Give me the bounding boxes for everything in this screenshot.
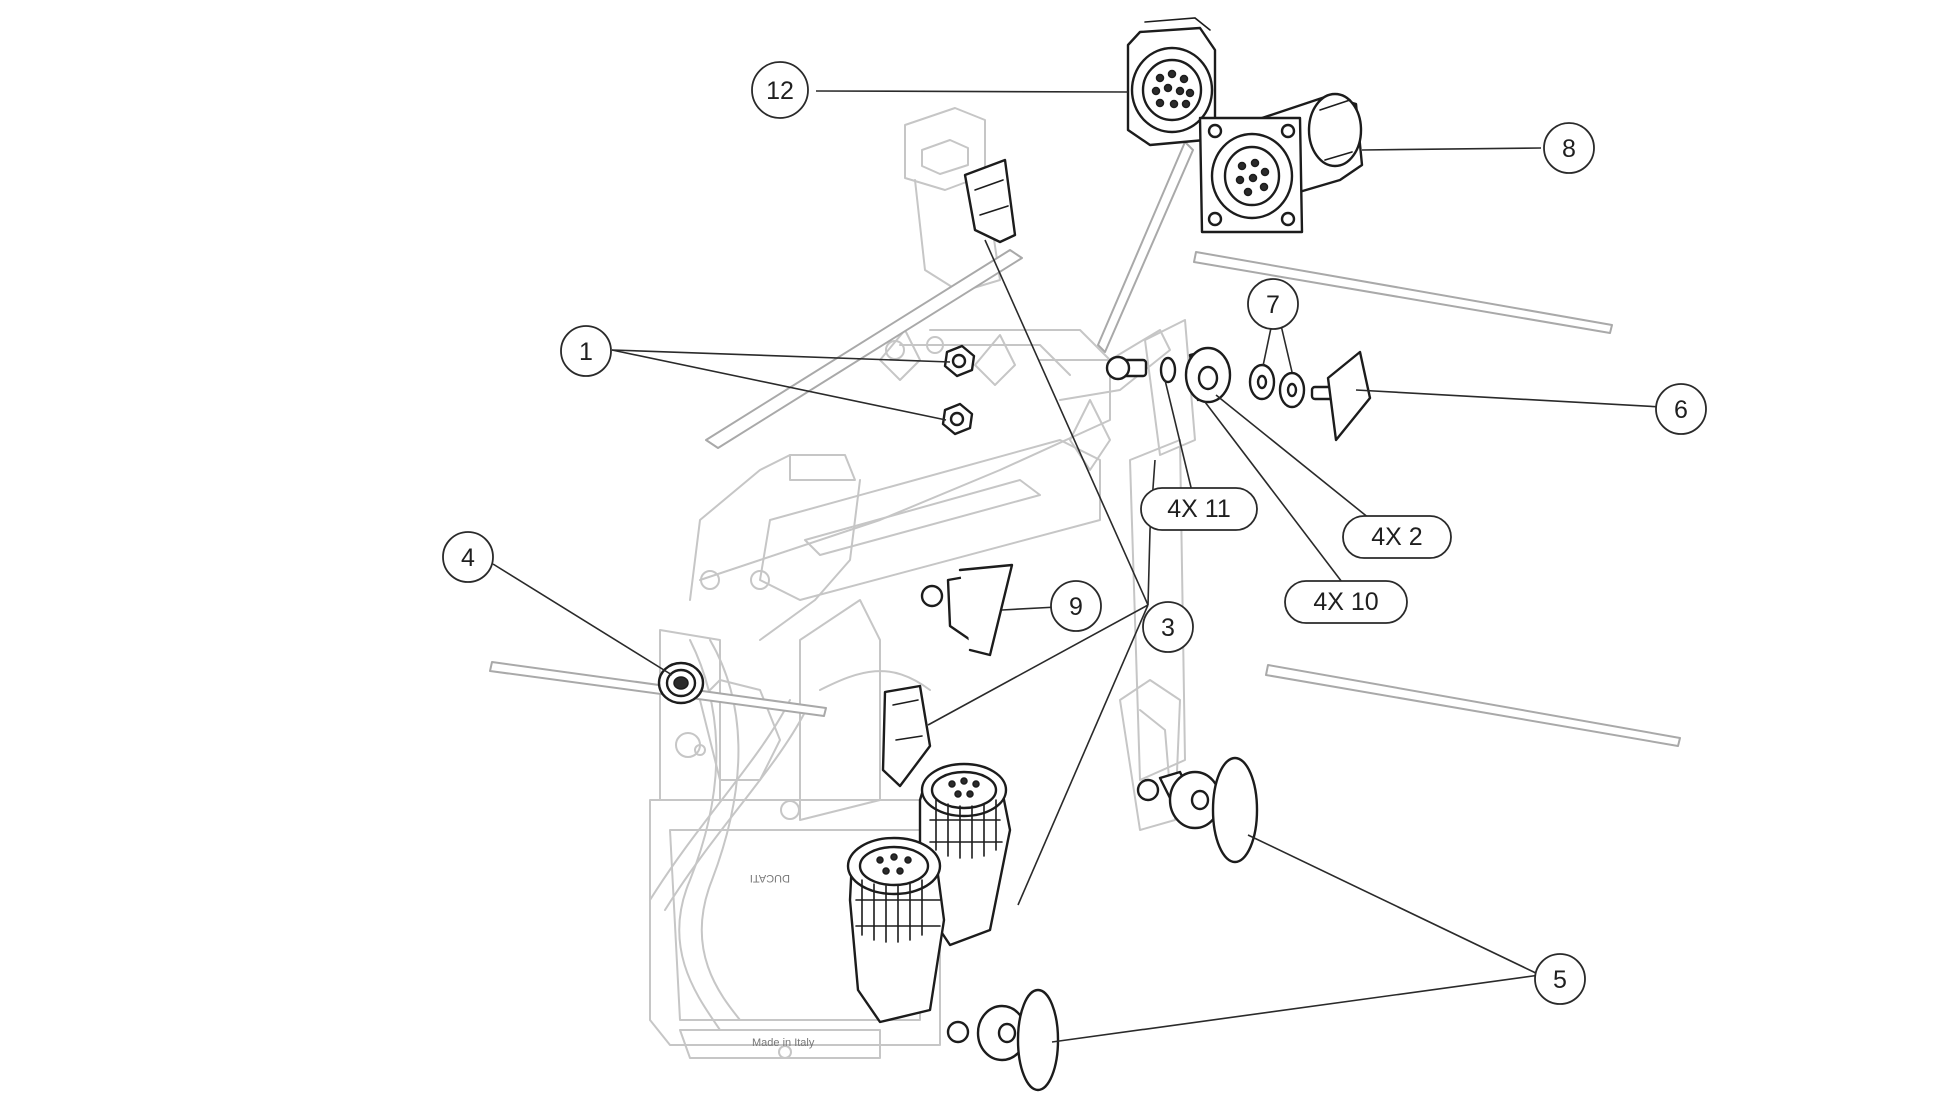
leader-3d bbox=[1017, 604, 1149, 906]
svg-text:12: 12 bbox=[766, 77, 794, 105]
callout-5: 5 bbox=[1534, 953, 1586, 1005]
svg-text:5: 5 bbox=[1553, 966, 1567, 994]
leader-lines bbox=[492, 90, 1663, 1043]
leader-6 bbox=[1355, 389, 1663, 408]
upper-mount-stack bbox=[1105, 346, 1372, 442]
callout-8: 8 bbox=[1543, 122, 1595, 174]
part-3-tab-clips bbox=[881, 158, 1017, 788]
part-5-lower-mounts bbox=[946, 756, 1259, 1092]
leader-9 bbox=[1001, 606, 1058, 611]
callout-3: 3 bbox=[1142, 601, 1194, 653]
leader-4x11 bbox=[1164, 379, 1197, 509]
cable-ties bbox=[489, 141, 1681, 747]
part-4-cable-gland bbox=[657, 661, 705, 705]
svg-text:4X 10: 4X 10 bbox=[1313, 588, 1378, 616]
leader-5a bbox=[1247, 834, 1541, 976]
leader-1b bbox=[611, 349, 947, 421]
cable-tie-upper-right bbox=[1193, 251, 1613, 334]
svg-text:4: 4 bbox=[461, 544, 475, 572]
svg-text:9: 9 bbox=[1069, 593, 1083, 621]
connector-plug-lower bbox=[846, 836, 946, 1024]
part-9-grommet bbox=[920, 563, 1014, 657]
leader-3b bbox=[1147, 459, 1156, 606]
leader-5b bbox=[1051, 974, 1541, 1043]
svg-text:7: 7 bbox=[1266, 291, 1280, 319]
part-12-connector-receptacle bbox=[1126, 17, 1217, 147]
part-1-nuts bbox=[941, 344, 976, 436]
svg-text:1: 1 bbox=[579, 338, 593, 366]
cable-tie-top-center bbox=[1097, 141, 1194, 353]
leader-3c bbox=[927, 604, 1149, 726]
svg-text:8: 8 bbox=[1562, 135, 1576, 163]
leader-8 bbox=[1361, 147, 1542, 151]
leader-4x10 bbox=[1204, 401, 1346, 587]
callout-12: 12 bbox=[751, 61, 809, 119]
callout-4x2: 4X 2 bbox=[1342, 515, 1452, 559]
callout-7: 7 bbox=[1247, 278, 1299, 330]
brand-stamp: DUCATI bbox=[750, 872, 790, 884]
callout-4x10: 4X 10 bbox=[1284, 580, 1408, 624]
leader-1a bbox=[611, 349, 951, 363]
cable-tie-lower-right bbox=[1265, 664, 1681, 747]
callout-6: 6 bbox=[1655, 383, 1707, 435]
cable-tie-left bbox=[489, 661, 827, 717]
cable-tie-top-left bbox=[705, 249, 1023, 449]
leader-12 bbox=[815, 90, 1129, 93]
origin-stamp: Made in Italy bbox=[752, 1037, 815, 1049]
leader-3a bbox=[984, 239, 1149, 606]
callout-4x11: 4X 11 bbox=[1140, 487, 1258, 531]
main-bracket-assembly bbox=[649, 107, 1196, 1059]
svg-text:4X 2: 4X 2 bbox=[1371, 523, 1422, 551]
svg-text:6: 6 bbox=[1674, 396, 1688, 424]
callout-4: 4 bbox=[442, 531, 494, 583]
callout-1: 1 bbox=[560, 325, 612, 377]
callout-9: 9 bbox=[1050, 580, 1102, 632]
svg-text:4X 11: 4X 11 bbox=[1167, 495, 1230, 523]
part-8-flange-connector bbox=[1198, 92, 1364, 234]
svg-text:3: 3 bbox=[1161, 614, 1175, 642]
leader-4x2 bbox=[1215, 394, 1391, 536]
leader-4 bbox=[492, 563, 673, 676]
